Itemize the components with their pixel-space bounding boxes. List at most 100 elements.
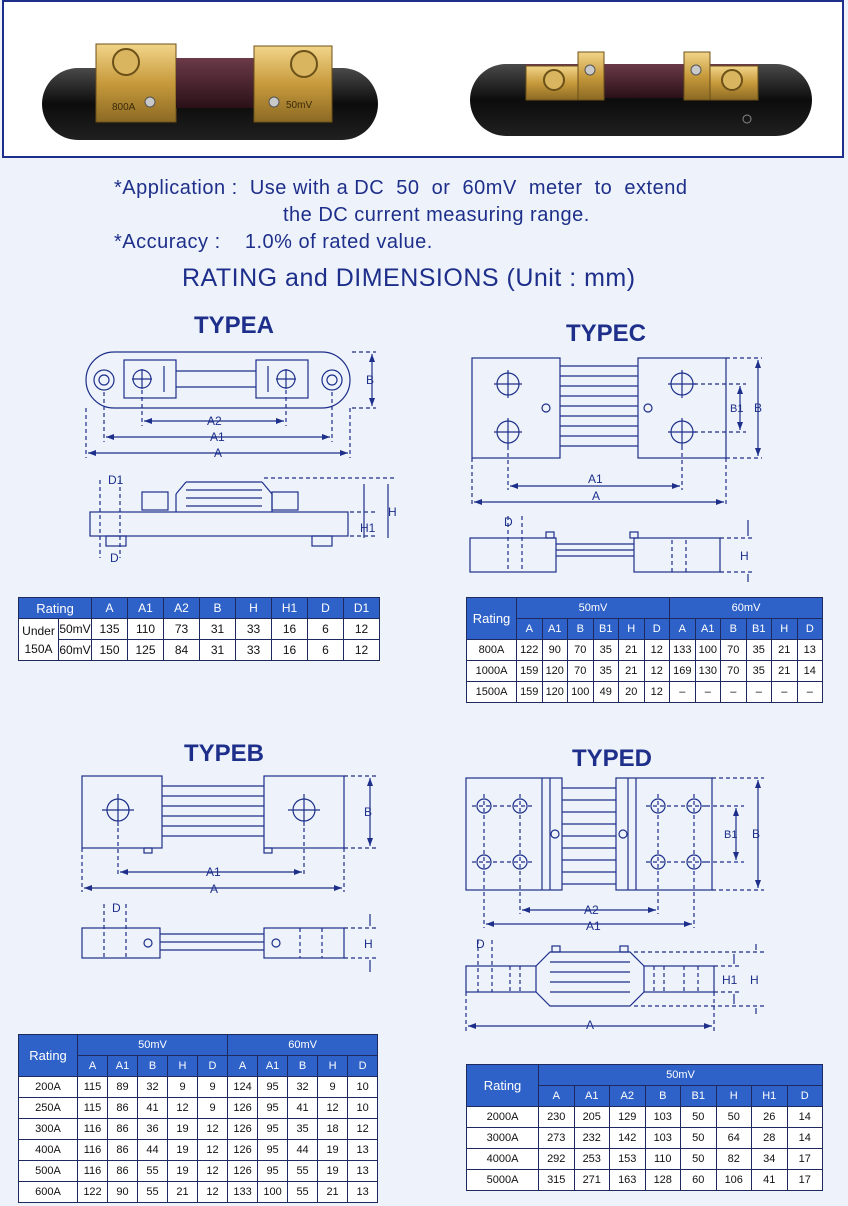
dim-label-a: A [592,489,600,503]
cell: 110 [644,1148,681,1170]
row-label: 4000A [466,1148,539,1170]
subheader: A2 [609,1085,646,1107]
cell: 12 [643,660,671,682]
dim-label-h: H [740,549,749,563]
cell: 12 [196,1160,229,1182]
application-line-1: *Application : Use with a DC 50 or 60mV … [114,177,688,199]
cell: 21 [167,1181,198,1203]
cell: 253 [573,1148,610,1170]
subheader: A1 [257,1055,289,1077]
cell: 95 [257,1097,289,1119]
type-a-drawing: A2 A1 A B D1 D H1 H [85,351,397,565]
cell: 124 [227,1076,259,1098]
cell: – [720,681,747,703]
cell: 16 [271,618,309,640]
cell: 21 [771,660,798,682]
cell: 12 [643,681,671,703]
cell: 13 [347,1160,379,1182]
cell: 100 [257,1181,289,1203]
cell: 163 [609,1169,646,1191]
cell: 17 [786,1148,823,1170]
cell: 13 [347,1181,379,1203]
cell: 150 [91,639,129,661]
subheader: H [317,1055,349,1077]
header-a1: A1 [127,597,165,619]
cell: 41 [287,1097,319,1119]
cell: – [745,681,773,703]
cell: 205 [573,1106,610,1128]
row-label: 1000A [466,660,517,682]
cell: 55 [287,1181,319,1203]
type-c-drawing: A1 A B1 B D H [469,357,762,582]
row-label: 5000A [466,1169,539,1191]
type-c-group-row: Rating 50mV 60mV [466,597,824,640]
cell: 142 [609,1127,646,1149]
dim-label-b: B [364,805,372,819]
cell: 16 [271,639,309,661]
cell: 21 [771,639,798,661]
row-label: 50mV [57,618,93,640]
header-d: D [307,597,345,619]
cell: 230 [538,1106,575,1128]
type-c-title: TYPEC [566,320,647,347]
type-d-title: TYPED [572,745,653,772]
row-label: 200A [18,1076,78,1098]
cell: 34 [751,1148,788,1170]
cell: 35 [745,660,773,682]
dim-label-b1: B1 [730,403,743,415]
cell: 55 [137,1181,168,1203]
cell: 100 [694,639,722,661]
dim-label-h: H [750,973,759,987]
cell: 31 [199,618,237,640]
subheader: A1 [541,618,568,640]
dim-label-d: D [110,551,119,565]
cell: 126 [227,1118,259,1140]
cell: 32 [287,1076,319,1098]
cell: 126 [227,1139,259,1161]
type-d-group-row: Rating 50mV [466,1064,823,1107]
cell: 116 [77,1118,108,1140]
cell: 12 [343,639,381,661]
dim-label-a1: A1 [586,919,601,933]
header-rating: Rating [17,597,93,619]
cell: 35 [745,639,773,661]
dim-label-d: D [504,515,513,529]
cell: 159 [516,660,543,682]
cell: 18 [317,1118,349,1140]
accuracy-line: *Accuracy : 1.0% of rated value. [114,231,433,253]
cell: 21 [618,639,645,661]
cell: 70 [567,639,594,661]
dim-label-a: A [214,446,222,460]
cell: 103 [644,1127,681,1149]
header-rating: Rating [466,597,517,640]
cell: 153 [609,1148,646,1170]
product-photo-panel: 800A 50mV [2,0,844,158]
dim-label-b: B [752,827,760,841]
cell: 50 [680,1127,717,1149]
cell: 14 [786,1106,823,1128]
dim-label-a1: A1 [206,865,221,879]
subheader: B [644,1085,681,1107]
row-label: 500A [18,1160,78,1182]
application-line-2: the DC current measuring range. [283,204,590,226]
cell: 130 [694,660,722,682]
cell: 9 [196,1076,229,1098]
dim-label-b: B [366,373,374,387]
cell: 12 [347,1118,379,1140]
subheader: A1 [694,618,722,640]
cell: 84 [163,639,201,661]
row-label: 3000A [466,1127,539,1149]
cell: 292 [538,1148,575,1170]
dim-label-b: B [754,401,762,415]
row-label: 250A [18,1097,78,1119]
dim-label-h: H [388,505,397,519]
header-50mv: 50mV [515,597,671,619]
